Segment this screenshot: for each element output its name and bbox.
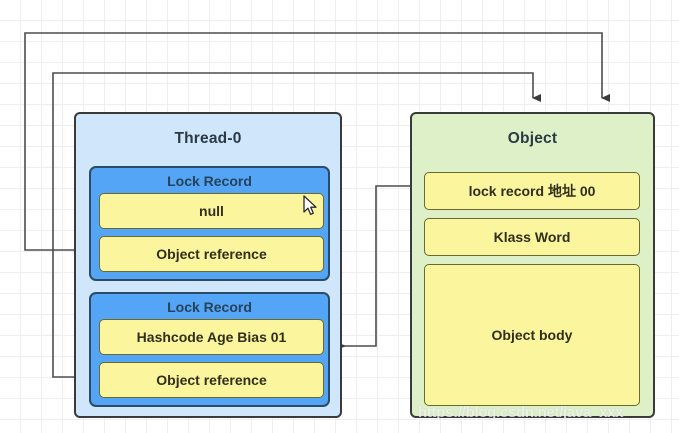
object-row-mark-word[interactable]: lock record 地址 00 xyxy=(424,172,640,210)
lock-record-1-slot-object-reference[interactable]: Object reference xyxy=(99,236,324,272)
lock-record-panel-1[interactable]: Lock Record null Object reference xyxy=(89,166,330,281)
connector-mark-word xyxy=(337,185,422,350)
object-row-klass-word[interactable]: Klass Word xyxy=(424,218,640,256)
object-row-object-body-text: Object body xyxy=(491,327,573,343)
connector-object-ref-1 xyxy=(24,32,610,251)
lock-record-title-1: Lock Record xyxy=(167,173,252,189)
lock-record-1-slot-null[interactable]: null xyxy=(99,193,324,229)
object-box[interactable]: Object lock record 地址 00 Klass Word Obje… xyxy=(410,112,655,418)
lock-record-title-2: Lock Record xyxy=(167,299,252,315)
object-row-object-body[interactable]: Object body xyxy=(424,264,640,406)
lock-record-2-slot-hashcode-text: Hashcode Age Bias 01 xyxy=(136,329,287,345)
lock-record-2-slot-hashcode[interactable]: Hashcode Age Bias 01 xyxy=(99,319,324,355)
lock-record-1-slot-object-reference-text: Object reference xyxy=(156,246,267,262)
lock-record-2-slot-object-reference-text: Object reference xyxy=(156,372,267,388)
connector-object-ref-2 xyxy=(52,72,541,378)
lock-record-panel-2[interactable]: Lock Record Hashcode Age Bias 01 Object … xyxy=(89,292,330,407)
object-title: Object xyxy=(507,130,558,147)
lock-record-1-slot-null-text: null xyxy=(199,203,224,219)
object-row-klass-word-text: Klass Word xyxy=(493,229,571,245)
object-row-mark-word-text: lock record 地址 00 xyxy=(468,183,596,199)
thread-box[interactable]: Thread-0 Lock Record null Object referen… xyxy=(74,112,342,418)
thread-title: Thread-0 xyxy=(174,130,242,147)
lock-record-2-slot-object-reference[interactable]: Object reference xyxy=(99,362,324,398)
